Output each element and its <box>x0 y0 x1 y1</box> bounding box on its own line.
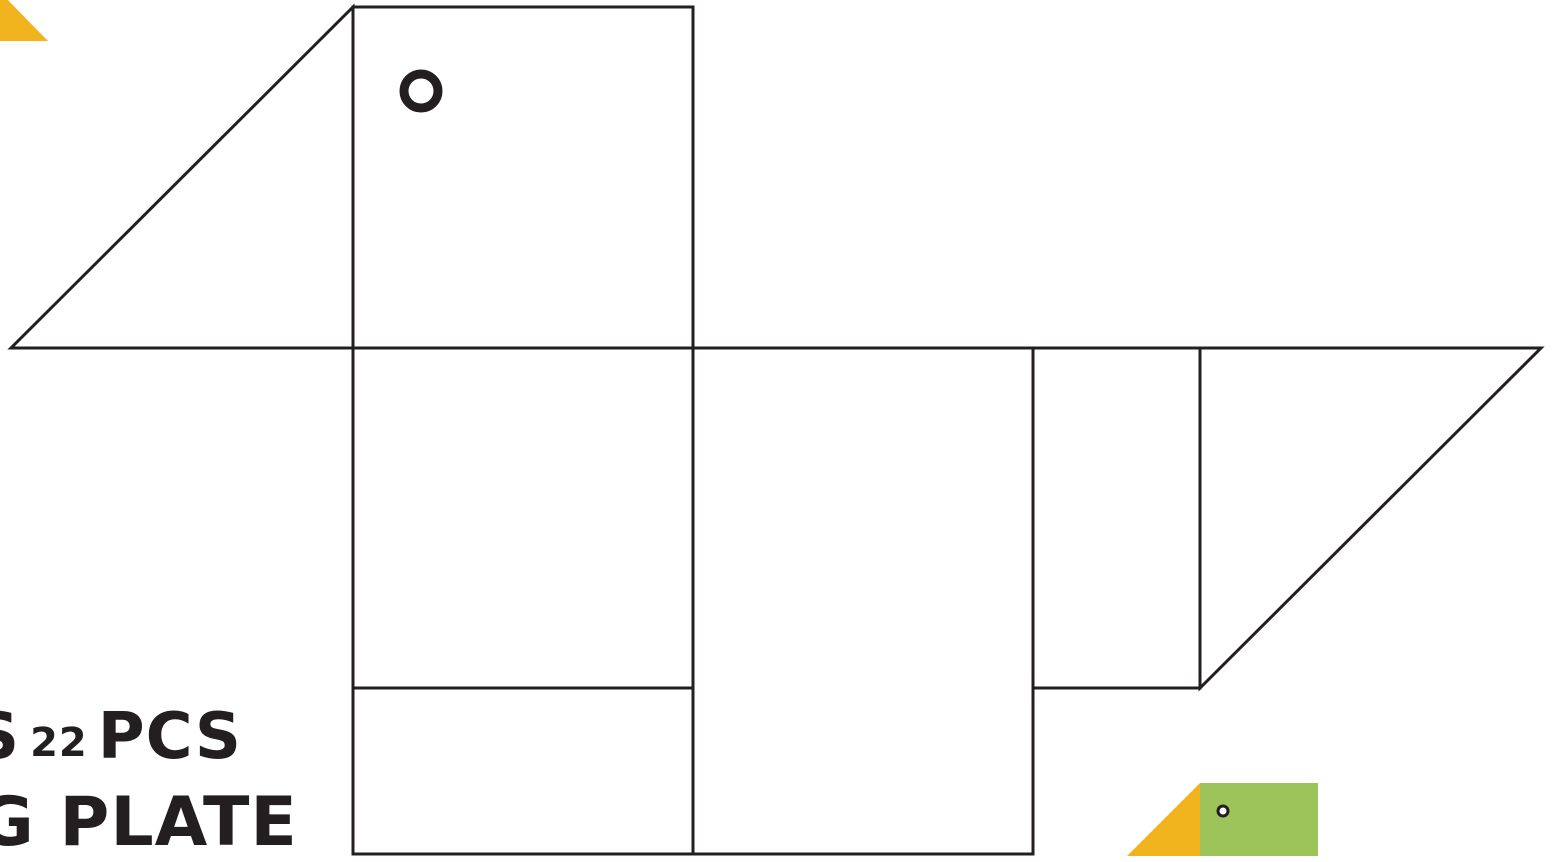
mini-bird-eye <box>1218 806 1228 816</box>
mini-bird-beak <box>1127 783 1200 856</box>
head-rect <box>353 7 693 348</box>
caption-line-1: S22PCS <box>0 705 242 769</box>
rear-body-rect <box>693 348 1033 854</box>
front-leg-rect <box>353 688 693 854</box>
yellow-triangle-icon <box>0 0 48 41</box>
front-body-rect <box>353 348 693 688</box>
caption-suffix: PCS <box>98 700 242 774</box>
beak-triangle <box>11 7 353 348</box>
mini-bird-icon <box>1127 783 1318 856</box>
eye-icon <box>404 74 438 108</box>
caption-prefix: S <box>0 700 20 774</box>
tail-triangle <box>1200 348 1541 688</box>
mini-bird-head <box>1200 783 1318 856</box>
caption-line-2: G PLATE <box>0 789 298 857</box>
caption-count: 22 <box>30 720 88 766</box>
tail-rect <box>1033 348 1200 688</box>
